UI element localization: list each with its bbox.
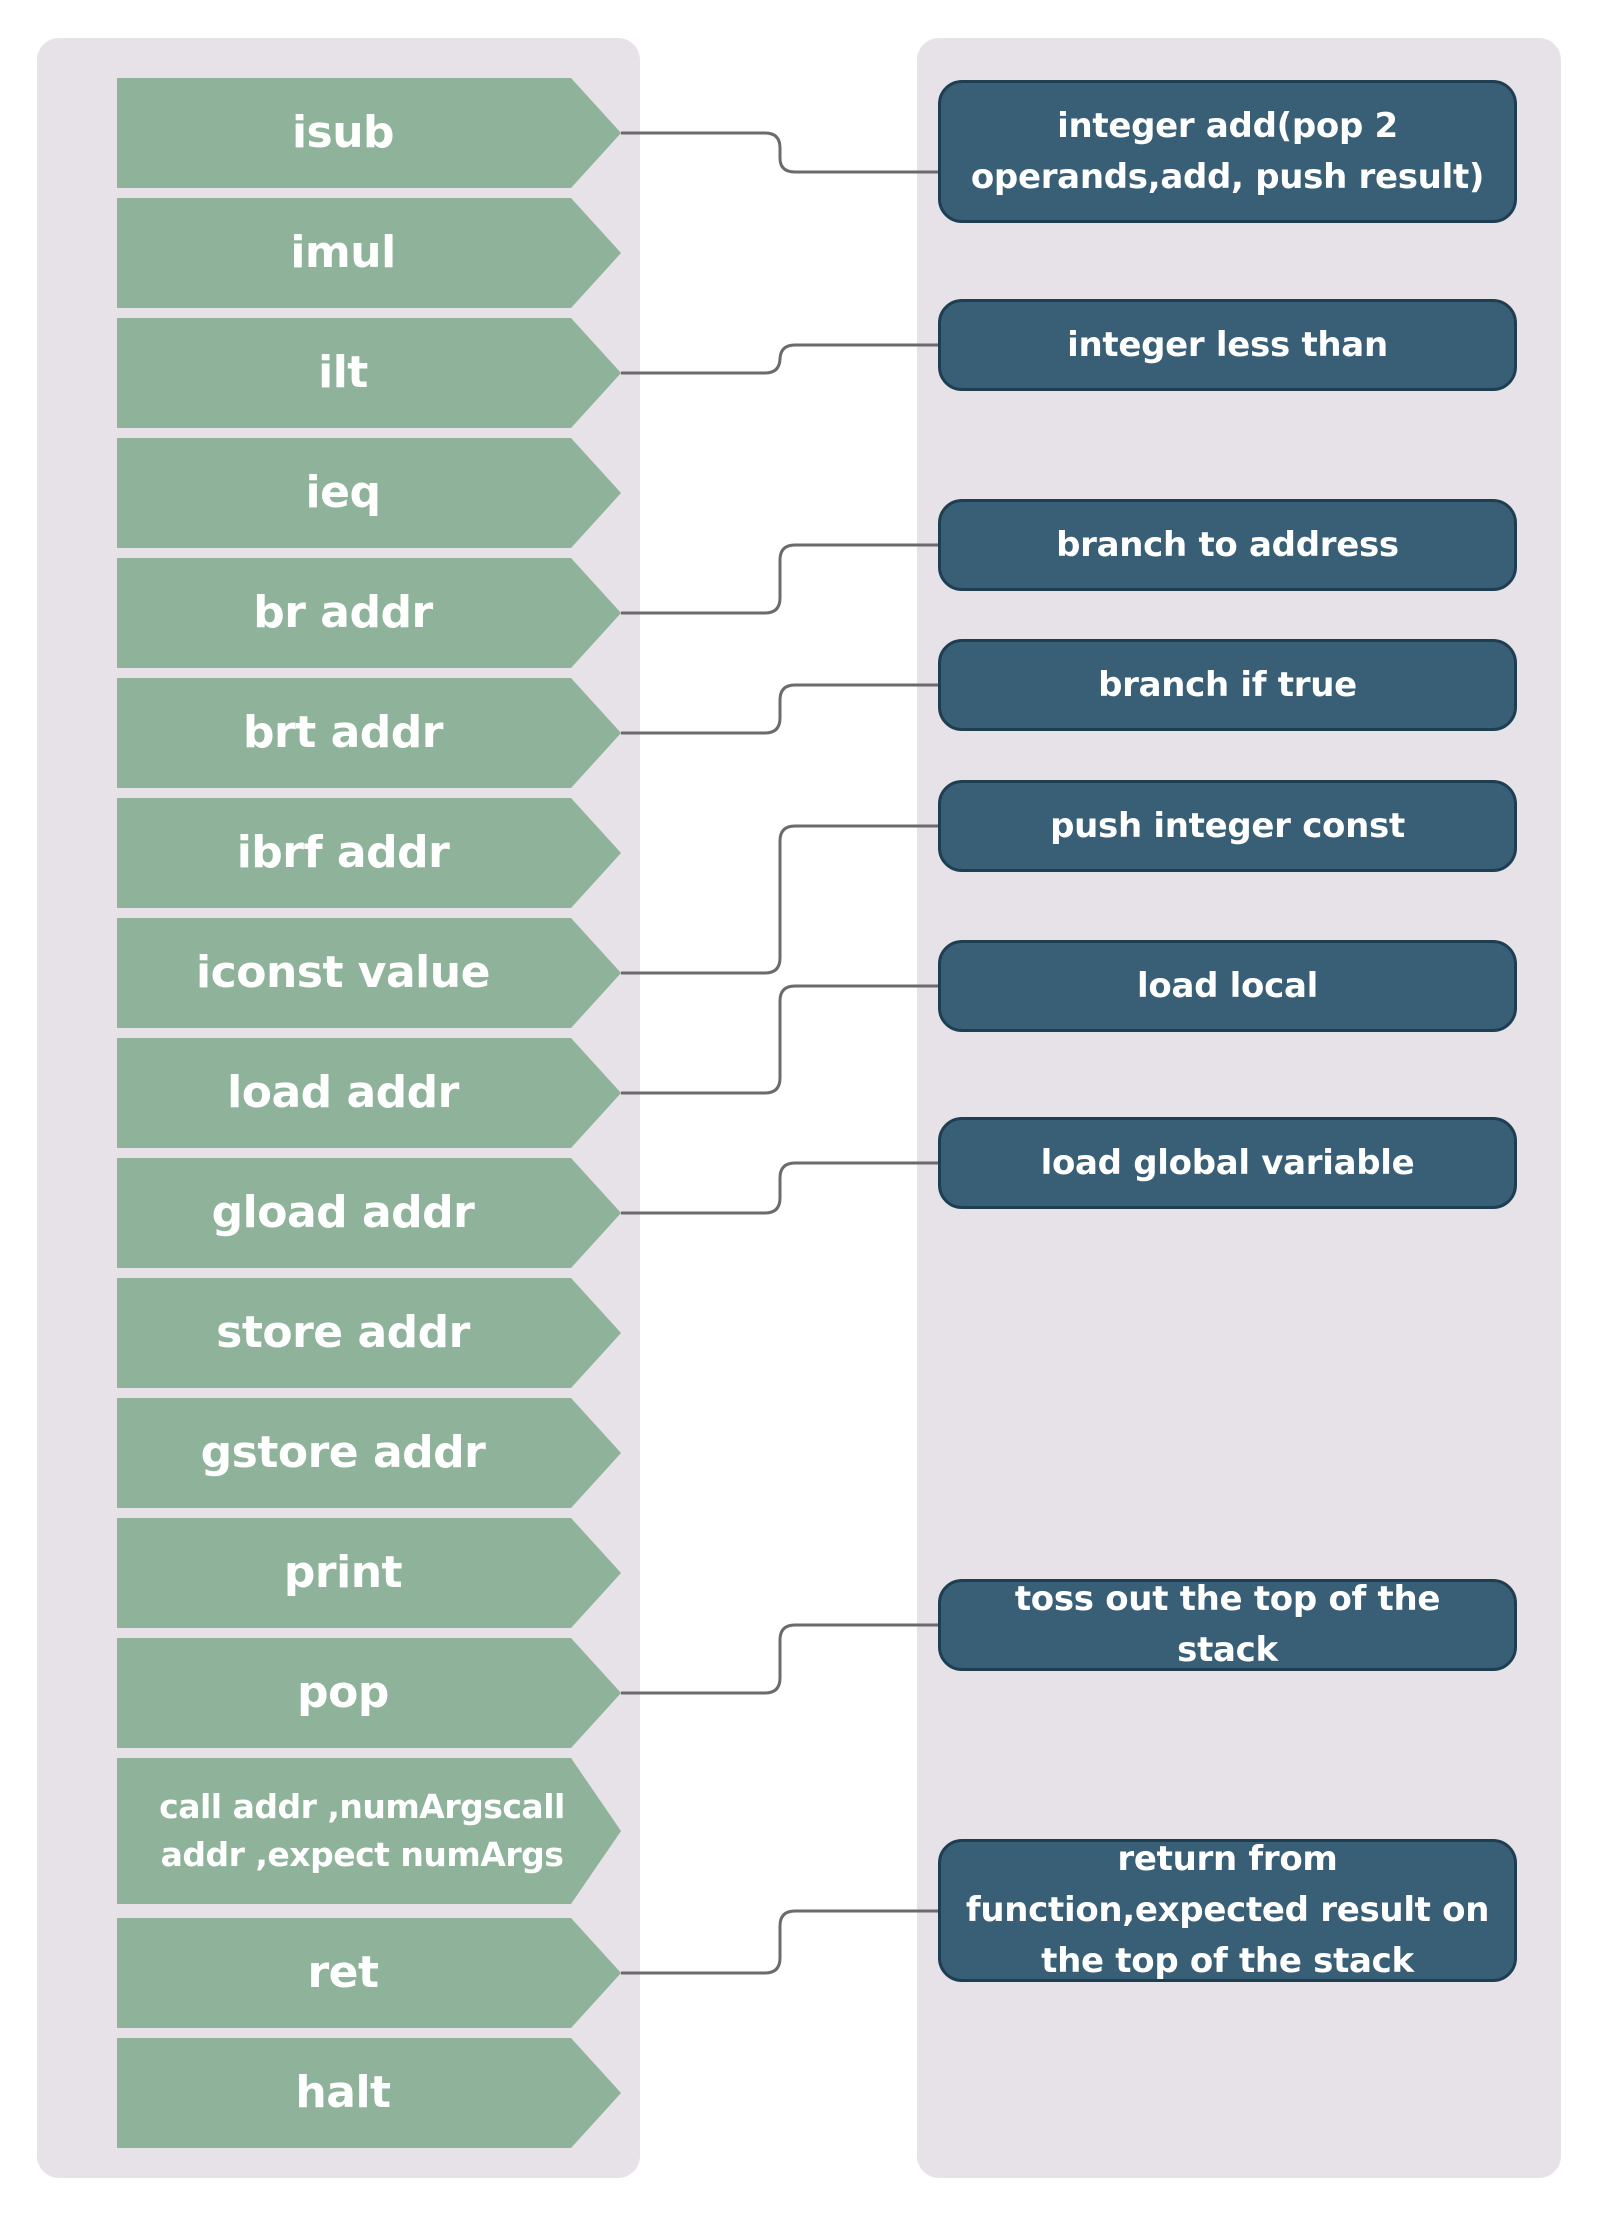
connector-br-addr <box>621 543 938 615</box>
instruction-gload-addr: gload addr <box>117 1158 621 1268</box>
instruction-load-addr: load addr <box>117 1038 621 1148</box>
instruction-label: ilt <box>318 346 368 398</box>
instruction-label: ieq <box>305 466 381 518</box>
connector-ilt <box>621 343 938 375</box>
desc-integer-add: integer add(pop 2 operands,add, push res… <box>938 80 1517 223</box>
instruction-imul: imul <box>117 198 621 308</box>
connector-isub <box>621 131 938 174</box>
instruction-label: imul <box>290 226 396 278</box>
instruction-label: call addr ,numArgscall addr ,expect numA… <box>159 1787 565 1874</box>
instruction-label: halt <box>295 2066 391 2118</box>
instruction-store-addr: store addr <box>117 1278 621 1388</box>
instruction-isub: isub <box>117 78 621 188</box>
instruction-ibrf-addr: ibrf addr <box>117 798 621 908</box>
instruction-label: brt addr <box>243 706 443 758</box>
desc-branch-if-true: branch if true <box>938 639 1517 731</box>
instruction-label: gload addr <box>211 1186 475 1238</box>
desc-integer-less-than: integer less than <box>938 299 1517 391</box>
desc-push-integer-const: push integer const <box>938 780 1517 872</box>
connector-load-addr <box>621 984 938 1095</box>
connector-gload-addr <box>621 1161 938 1215</box>
instruction-label: store addr <box>216 1306 470 1358</box>
instruction-brt-addr: brt addr <box>117 678 621 788</box>
desc-toss-out-top: toss out the top of the stack <box>938 1579 1517 1671</box>
instruction-label: pop <box>297 1666 389 1718</box>
instruction-label: isub <box>291 106 395 158</box>
instruction-label: gstore addr <box>200 1426 486 1478</box>
connector-brt-addr <box>621 683 938 735</box>
instruction-label: br addr <box>253 586 433 638</box>
instruction-label: print <box>283 1546 403 1598</box>
description-panel <box>917 38 1561 2178</box>
instruction-ieq: ieq <box>117 438 621 548</box>
instruction-ilt: ilt <box>117 318 621 428</box>
instruction-gstore-addr: gstore addr <box>117 1398 621 1508</box>
connector-ret <box>621 1909 938 1975</box>
desc-load-global-variable: load global variable <box>938 1117 1517 1209</box>
connector-pop <box>621 1623 938 1695</box>
instruction-pop: pop <box>117 1638 621 1748</box>
instruction-label: ibrf addr <box>236 826 450 878</box>
desc-branch-to-address: branch to address <box>938 499 1517 591</box>
desc-return-from-function: return from function,expected result on … <box>938 1839 1517 1982</box>
connector-iconst-value <box>621 824 938 975</box>
instruction-halt: halt <box>117 2038 621 2148</box>
instruction-label: ret <box>307 1946 379 1998</box>
instruction-call: call addr ,numArgscall addr ,expect numA… <box>117 1758 621 1904</box>
instruction-label: iconst value <box>196 946 490 998</box>
instruction-br-addr: br addr <box>117 558 621 668</box>
instruction-iconst-value: iconst value <box>117 918 621 1028</box>
instruction-label: load addr <box>227 1066 459 1118</box>
instruction-ret: ret <box>117 1918 621 2028</box>
desc-load-local: load local <box>938 940 1517 1032</box>
instruction-print: print <box>117 1518 621 1628</box>
